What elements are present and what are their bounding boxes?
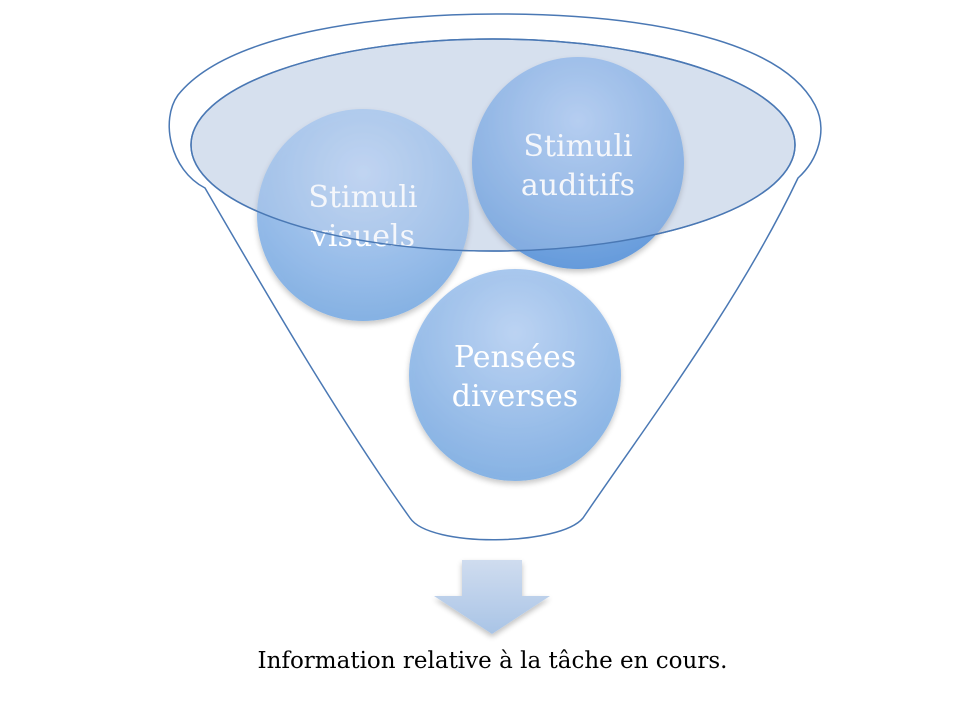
bubble-auditory-circle <box>472 57 684 269</box>
bubble-auditory-label-line2: auditifs <box>521 168 635 203</box>
bubble-visual-circle <box>257 109 469 321</box>
bubble-thoughts: Pensées diverses <box>409 269 621 481</box>
bubble-auditory-label-line1: Stimuli <box>523 129 632 164</box>
down-arrow-icon <box>434 560 550 634</box>
funnel-mouth-front <box>190 38 796 252</box>
bubble-thoughts-circle <box>409 269 621 481</box>
bubble-visual-label-line1: Stimuli <box>308 180 417 215</box>
bubble-thoughts-label-line1: Pensées <box>454 340 576 375</box>
bubble-visual-label-line2: visuels <box>310 219 415 254</box>
diagram-caption: Information relative à la tâche en cours… <box>257 648 728 674</box>
bubble-thoughts-label-line2: diverses <box>452 379 578 414</box>
bubble-auditory-stimuli: Stimuli auditifs <box>472 57 684 269</box>
bubble-visual-stimuli: Stimuli visuels <box>257 109 469 321</box>
